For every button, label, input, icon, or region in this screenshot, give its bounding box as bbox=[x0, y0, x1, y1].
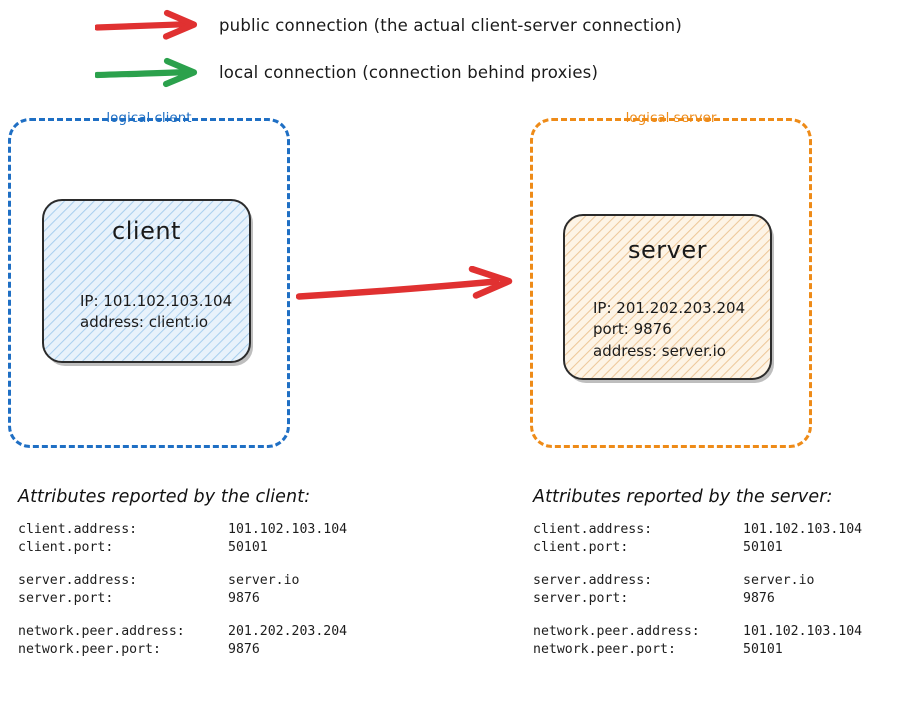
logical-server-container: logical server bbox=[530, 110, 812, 448]
attr-key: server.address: bbox=[18, 572, 138, 588]
client-node: client IP: 101.102.103.104 address: clie… bbox=[42, 199, 251, 363]
attr-value: 101.102.103.104 bbox=[743, 522, 863, 537]
table-row: client.port: 50101 bbox=[533, 539, 900, 557]
attr-value: 101.102.103.104 bbox=[743, 623, 863, 639]
server-attributes-heading: Attributes reported by the server: bbox=[533, 487, 833, 507]
client-node-line-address: address: client.io bbox=[80, 313, 209, 332]
attr-value: 50101 bbox=[743, 642, 783, 658]
legend-item-local-connection: local connection (connection behind prox… bbox=[95, 55, 598, 89]
logical-server-label: logical server bbox=[625, 110, 717, 126]
server-node-line-address: address: server.io bbox=[593, 341, 726, 360]
server-node-details: IP: 201.202.203.204 port: 9876 address: … bbox=[565, 298, 770, 362]
client-hatch-pattern bbox=[44, 201, 249, 361]
client-attributes-heading: Attributes reported by the client: bbox=[18, 487, 311, 507]
table-row: server.port: 9876 bbox=[533, 590, 900, 608]
table-row: client.address: 101.102.103.104 bbox=[18, 521, 438, 539]
client-attributes-group: network.peer.address: 201.202.203.204 ne… bbox=[18, 623, 438, 660]
server-attributes-group: network.peer.address: 101.102.103.104 ne… bbox=[533, 623, 900, 660]
attr-key: network.peer.port: bbox=[533, 642, 676, 658]
attr-value: 101.102.103.104 bbox=[228, 522, 348, 537]
client-attributes-group: client.address: 101.102.103.104 client.p… bbox=[18, 521, 438, 558]
server-attributes-block: Attributes reported by the server: clien… bbox=[533, 487, 900, 660]
attr-key: server.port: bbox=[18, 591, 114, 607]
red-right-arrow-icon bbox=[95, 9, 198, 40]
attr-key: server.address: bbox=[533, 572, 653, 588]
attr-value: server.io bbox=[228, 572, 300, 588]
attr-value: 50101 bbox=[228, 540, 268, 556]
attr-key: network.peer.address: bbox=[533, 623, 700, 639]
server-node-title: server bbox=[628, 236, 707, 264]
table-row: network.peer.address: 201.202.203.204 bbox=[18, 623, 438, 641]
attr-value: 9876 bbox=[228, 642, 260, 658]
public-connection-arrow bbox=[296, 266, 513, 300]
table-row: client.port: 50101 bbox=[18, 539, 438, 557]
attr-key: client.address: bbox=[18, 522, 138, 537]
table-row: network.peer.address: 101.102.103.104 bbox=[533, 623, 900, 641]
table-row: network.peer.port: 50101 bbox=[533, 641, 900, 659]
attr-key: server.port: bbox=[533, 591, 629, 607]
table-row: server.port: 9876 bbox=[18, 590, 438, 608]
server-node: server IP: 201.202.203.204 port: 9876 ad… bbox=[563, 214, 772, 380]
server-hatch-pattern bbox=[565, 216, 770, 378]
attr-key: client.port: bbox=[533, 540, 629, 556]
logical-client-container: logical client bbox=[8, 110, 290, 448]
server-attributes-group: client.address: 101.102.103.104 client.p… bbox=[533, 521, 900, 558]
client-attributes-group: server.address: server.io server.port: 9… bbox=[18, 572, 438, 609]
attr-key: network.peer.address: bbox=[18, 623, 185, 639]
logical-client-label: logical client bbox=[106, 110, 192, 126]
legend-item-public-connection: public connection (the actual client-ser… bbox=[95, 8, 682, 42]
attr-key: client.address: bbox=[533, 522, 653, 537]
legend-label-public-connection: public connection (the actual client-ser… bbox=[219, 15, 682, 35]
attr-value: 50101 bbox=[743, 540, 783, 556]
green-right-arrow-icon bbox=[95, 57, 198, 88]
client-node-line-ip: IP: 101.102.103.104 bbox=[80, 292, 233, 310]
attr-value: 9876 bbox=[228, 591, 260, 607]
attr-key: client.port: bbox=[18, 540, 114, 556]
table-row: server.address: server.io bbox=[533, 572, 900, 590]
client-attributes-block: Attributes reported by the client: clien… bbox=[18, 487, 438, 660]
attr-value: 9876 bbox=[743, 591, 775, 607]
attr-value: server.io bbox=[743, 572, 815, 588]
attr-key: network.peer.port: bbox=[18, 642, 161, 658]
legend-label-local-connection: local connection (connection behind prox… bbox=[219, 62, 599, 82]
attr-value: 201.202.203.204 bbox=[228, 623, 348, 639]
server-node-line-port: port: 9876 bbox=[593, 320, 672, 339]
server-attributes-group: server.address: server.io server.port: 9… bbox=[533, 572, 900, 609]
server-node-line-ip: IP: 201.202.203.204 bbox=[593, 299, 746, 317]
table-row: network.peer.port: 9876 bbox=[18, 641, 438, 659]
table-row: client.address: 101.102.103.104 bbox=[533, 521, 900, 539]
table-row: server.address: server.io bbox=[18, 572, 438, 590]
client-node-details: IP: 101.102.103.104 address: client.io bbox=[44, 291, 249, 334]
client-node-title: client bbox=[112, 217, 181, 245]
